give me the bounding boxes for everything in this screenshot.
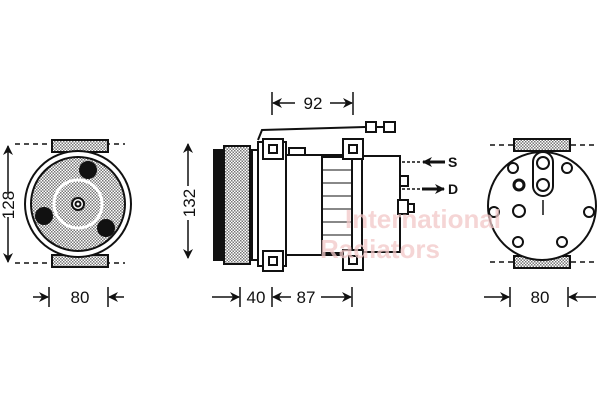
front-height-label: 128 [0, 191, 18, 219]
front-width-label: 80 [71, 288, 90, 307]
side-body-length-label: 87 [297, 288, 316, 307]
rear-width-label: 80 [531, 288, 550, 307]
watermark-line1: International [345, 204, 501, 234]
side-view [183, 92, 445, 307]
discharge-port-label: D [448, 181, 458, 197]
watermark-line2: Radiators [320, 234, 440, 264]
side-pulley-depth-label: 40 [247, 288, 266, 307]
side-top-length-label: 92 [304, 94, 323, 113]
front-view [3, 139, 132, 307]
watermark-logo: International Radiators [320, 204, 501, 264]
side-height-label: 132 [180, 189, 199, 217]
suction-port-label: S [448, 154, 457, 170]
rear-view [484, 138, 597, 307]
